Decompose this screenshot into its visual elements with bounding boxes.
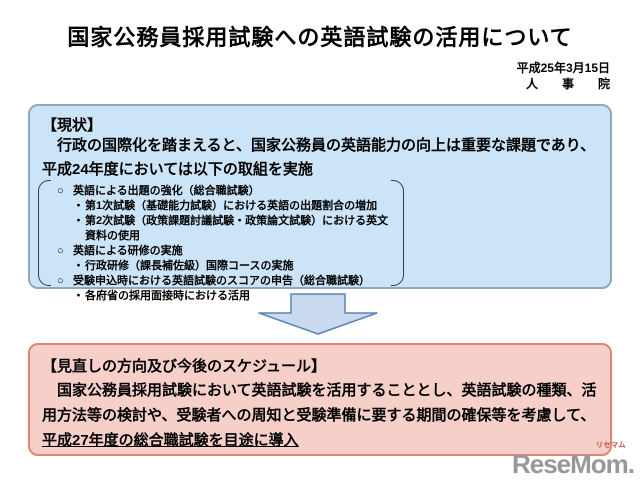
list-item-text: 第2次試験（政策課題討議試験・政策論文試験）における英文資料の使用 — [85, 215, 389, 242]
resemom-watermark-logo: リセマム ReseMom. — [512, 442, 635, 478]
schedule-paragraph-underlined: 平成27年度の総合職試験を目途に導入 — [42, 432, 299, 449]
down-arrow-icon — [258, 293, 378, 335]
dot-bullet: ・ — [73, 290, 84, 302]
logo-ruby-text: リセマム — [596, 442, 626, 449]
list-item: ○ 英語による研修の実施 — [57, 244, 389, 259]
date-text: 平成25年3月15日 — [516, 61, 610, 75]
list-item-text: 各府省の採用面接時における活用 — [85, 290, 250, 302]
circle-bullet: ○ — [57, 245, 64, 257]
schedule-heading: 【見直しの方向及び今後のスケジュール】 — [42, 358, 326, 375]
circle-bullet: ○ — [57, 185, 64, 197]
logo-text: ReseMom. — [511, 449, 635, 479]
dot-bullet: ・ — [73, 260, 84, 272]
issuer-text: 人 事 院 — [525, 77, 610, 91]
list-item-text: 英語による研修の実施 — [73, 245, 183, 257]
schedule-paragraph: 国家公務員採用試験において英語試験を活用することとし、英語試験の種類、活用方法等… — [42, 378, 604, 453]
list-item: ・ 第1次試験（基礎能力試験）における英語の出題割合の増加 — [57, 199, 389, 214]
measures-bracket-group: ○ 英語による出題の強化（総合職試験） ・ 第1次試験（基礎能力試験）における英… — [38, 180, 404, 302]
list-item: ・ 行政研修（課長補佐級）国際コースの実施 — [57, 259, 389, 274]
right-bracket — [391, 180, 404, 286]
date-issuer-block: 平成25年3月15日 人 事 院 — [517, 60, 610, 92]
list-item-text: 英語による出題の強化（総合職試験） — [73, 185, 260, 197]
list-item-text: 行政研修（課長補佐級）国際コースの実施 — [85, 260, 294, 272]
dot-bullet: ・ — [73, 215, 84, 227]
schedule-box: 【見直しの方向及び今後のスケジュール】 国家公務員採用試験において英語試験を活用… — [28, 343, 612, 456]
current-status-heading: 【現状】 — [42, 117, 103, 134]
list-item: ・ 第2次試験（政策課題討議試験・政策論文試験）における英文資料の使用 — [57, 214, 389, 244]
measures-list: ○ 英語による出題の強化（総合職試験） ・ 第1次試験（基礎能力試験）における英… — [51, 180, 391, 302]
circle-bullet: ○ — [57, 275, 64, 287]
list-item-text: 第1次試験（基礎能力試験）における英語の出題割合の増加 — [85, 200, 378, 212]
left-bracket — [38, 180, 51, 286]
page-title: 国家公務員採用試験への英語試験の活用について — [67, 25, 573, 50]
dot-bullet: ・ — [73, 200, 84, 212]
schedule-paragraph-lead: 国家公務員採用試験において英語試験を活用することとし、英語試験の種類、活用方法等… — [42, 382, 597, 424]
list-item-text: 受験申込時における英語試験のスコアの申告（総合職試験） — [73, 275, 370, 287]
list-item: ○ 英語による出題の強化（総合職試験） — [57, 184, 389, 199]
current-status-box: 【現状】 行政の国際化を踏まえると、国家公務員の英語能力の向上は重要な課題であり… — [28, 104, 612, 302]
list-item: ○ 受験申込時における英語試験のスコアの申告（総合職試験） — [57, 274, 389, 289]
list-item: ・ 各府省の採用面接時における活用 — [57, 289, 389, 304]
current-status-paragraph: 行政の国際化を踏まえると、国家公務員の英語能力の向上は重要な課題であり、平成24… — [42, 137, 596, 178]
